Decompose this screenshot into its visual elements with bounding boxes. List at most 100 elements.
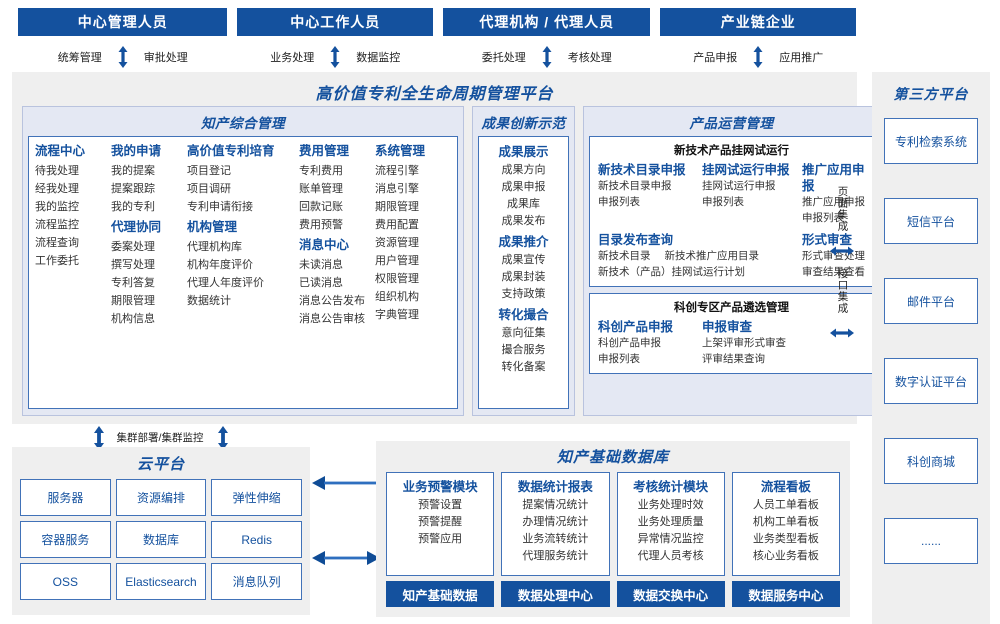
ip-item[interactable]: 我的提案	[111, 165, 155, 177]
prod-head[interactable]: 科创产品申报	[598, 320, 674, 334]
ip-item[interactable]: 期限管理	[375, 201, 419, 213]
role-box-center-staff[interactable]: 中心工作人员	[237, 8, 433, 36]
database-card-item[interactable]: 人员工单看板	[752, 499, 819, 511]
results-item[interactable]: 撮合服务	[501, 344, 546, 356]
cloud-cell-database[interactable]: 数据库	[115, 521, 207, 558]
cloud-cell-oss[interactable]: OSS	[20, 563, 111, 600]
ip-head[interactable]: 高价值专利培育	[187, 144, 275, 158]
role-box-agency[interactable]: 代理机构 / 代理人员	[443, 8, 651, 36]
ip-head[interactable]: 系统管理	[375, 144, 426, 158]
cloud-cell-elasticsearch[interactable]: Elasticsearch	[115, 563, 207, 600]
results-item[interactable]: 成果申报	[501, 181, 546, 193]
prod-head[interactable]: 申报审查	[702, 320, 753, 334]
database-card-item[interactable]: 核心业务看板	[752, 550, 819, 562]
ip-item[interactable]: 费用配置	[375, 219, 419, 231]
prod-item[interactable]: 申报列表	[702, 196, 744, 208]
prod-item[interactable]: 新技术目录申报	[598, 180, 672, 192]
ip-item[interactable]: 机构年度评价	[187, 259, 253, 271]
prod-item[interactable]: 新技术推广应用目录	[664, 250, 760, 262]
ip-item[interactable]: 项目登记	[187, 165, 231, 177]
prod-head[interactable]: 推广应用申报	[802, 163, 865, 193]
database-card-head[interactable]: 考核统计模块	[633, 480, 709, 494]
prod-item[interactable]: 挂网试运行申报	[702, 180, 776, 192]
role-box-enterprise[interactable]: 产业链企业	[660, 8, 856, 36]
results-item[interactable]: 成果发布	[501, 215, 546, 227]
ip-head[interactable]: 机构管理	[187, 220, 238, 234]
cloud-cell-message-queue[interactable]: 消息队列	[211, 563, 302, 600]
ip-item[interactable]: 经我处理	[35, 183, 79, 195]
ip-item[interactable]: 待我处理	[35, 165, 79, 177]
cloud-cell-server[interactable]: 服务器	[20, 479, 111, 516]
results-item[interactable]: 成果库	[507, 198, 540, 210]
third-party-item-more[interactable]: ......	[884, 518, 978, 564]
ip-head[interactable]: 代理协同	[111, 220, 162, 234]
prod-item[interactable]: 申报列表	[598, 353, 640, 365]
cloud-cell-elastic-scaling[interactable]: 弹性伸缩	[211, 479, 302, 516]
ip-item[interactable]: 消息引擎	[375, 183, 419, 195]
ip-item[interactable]: 未读消息	[299, 259, 343, 271]
ip-item[interactable]: 流程监控	[35, 219, 79, 231]
prod-item[interactable]: 新技术（产品）挂网试运行计划	[598, 266, 745, 278]
database-card-head[interactable]: 流程看板	[760, 480, 811, 494]
ip-item[interactable]: 委案处理	[111, 241, 155, 253]
ip-item[interactable]: 数据统计	[187, 295, 231, 307]
ip-item[interactable]: 组织机构	[375, 291, 419, 303]
prod-head[interactable]: 新技术目录申报	[598, 163, 686, 177]
cloud-cell-orchestration[interactable]: 资源编排	[115, 479, 207, 516]
ip-head[interactable]: 流程中心	[35, 144, 86, 158]
ip-item[interactable]: 流程引擎	[375, 165, 419, 177]
role-box-center-manager[interactable]: 中心管理人员	[18, 8, 228, 36]
database-card-item[interactable]: 代理服务统计	[522, 550, 589, 562]
results-head[interactable]: 成果推介	[498, 235, 549, 249]
prod-item[interactable]: 申报列表	[598, 196, 640, 208]
ip-item[interactable]: 权限管理	[375, 273, 419, 285]
results-item[interactable]: 意向征集	[501, 327, 546, 339]
database-card-item[interactable]: 机构工单看板	[752, 516, 819, 528]
ip-item[interactable]: 资源管理	[375, 237, 419, 249]
cloud-cell-container-service[interactable]: 容器服务	[20, 521, 111, 558]
ip-item[interactable]: 提案跟踪	[111, 183, 155, 195]
ip-head[interactable]: 消息中心	[299, 238, 350, 252]
prod-item[interactable]: 评审结果查询	[702, 353, 765, 365]
ip-item[interactable]: 专利申请衔接	[187, 201, 253, 213]
database-card-item[interactable]: 办理情况统计	[522, 516, 589, 528]
database-card-head[interactable]: 业务预警模块	[402, 480, 478, 494]
ip-item[interactable]: 回款记账	[299, 201, 343, 213]
ip-item[interactable]: 费用预警	[299, 219, 343, 231]
database-card-item[interactable]: 代理人员考核	[637, 550, 704, 562]
prod-item[interactable]: 申报列表	[802, 212, 844, 224]
database-card-item[interactable]: 业务类型看板	[752, 533, 819, 545]
ip-item[interactable]: 已读消息	[299, 277, 343, 289]
ip-head[interactable]: 费用管理	[299, 144, 350, 158]
database-card-head[interactable]: 数据统计报表	[517, 480, 593, 494]
ip-item[interactable]: 工作委托	[35, 255, 79, 267]
database-card-item[interactable]: 业务处理质量	[637, 516, 704, 528]
ip-item[interactable]: 代理人年度评价	[187, 277, 264, 289]
ip-item[interactable]: 我的监控	[35, 201, 79, 213]
ip-item[interactable]: 专利费用	[299, 165, 343, 177]
database-footer-processing-center[interactable]: 数据处理中心	[501, 581, 610, 607]
ip-item[interactable]: 专利答复	[111, 277, 155, 289]
database-card-item[interactable]: 异常情况监控	[637, 533, 704, 545]
database-card-item[interactable]: 提案情况统计	[522, 499, 589, 511]
third-party-item-email[interactable]: 邮件平台	[884, 278, 978, 324]
prod-head[interactable]: 挂网试运行申报	[702, 163, 790, 177]
database-card-item[interactable]: 业务处理时效	[637, 499, 704, 511]
ip-item[interactable]: 流程查询	[35, 237, 79, 249]
prod-item[interactable]: 科创产品申报	[598, 337, 661, 349]
results-item[interactable]: 转化备案	[501, 361, 546, 373]
third-party-item-patent-search[interactable]: 专利检索系统	[884, 118, 978, 164]
ip-item[interactable]: 账单管理	[299, 183, 343, 195]
ip-item[interactable]: 消息公告发布	[299, 295, 365, 307]
ip-head[interactable]: 我的申请	[111, 144, 162, 158]
prod-item[interactable]: 新技术目录	[598, 250, 651, 262]
third-party-item-digital-cert[interactable]: 数字认证平台	[884, 358, 978, 404]
prod-head[interactable]: 形式审查	[802, 233, 853, 247]
results-item[interactable]: 成果方向	[501, 164, 546, 176]
results-head[interactable]: 成果展示	[498, 145, 549, 159]
third-party-item-innovation-mall[interactable]: 科创商城	[884, 438, 978, 484]
database-card-item[interactable]: 预警应用	[418, 533, 463, 545]
database-card-item[interactable]: 预警设置	[418, 499, 463, 511]
results-item[interactable]: 成果封装	[501, 271, 546, 283]
third-party-item-sms[interactable]: 短信平台	[884, 198, 978, 244]
